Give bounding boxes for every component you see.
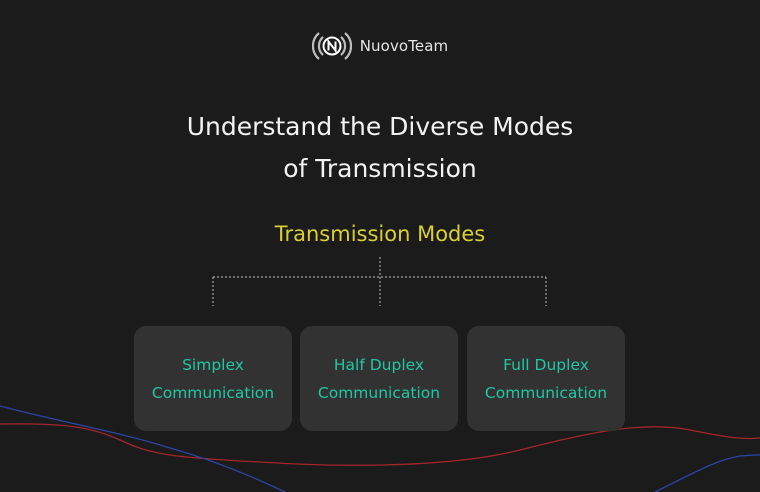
red-wave bbox=[0, 423, 760, 466]
card-label-line-2: Communication bbox=[317, 383, 441, 402]
card-label-line-2: Communication bbox=[484, 383, 608, 402]
card-full-duplex: Full Duplex Communication bbox=[467, 326, 625, 431]
blue-wave-right bbox=[654, 454, 760, 492]
card-half-duplex: Half Duplex Communication bbox=[300, 326, 458, 431]
card-label-line-2: Communication bbox=[151, 383, 275, 402]
page-title: Understand the Diverse Modes of Transmis… bbox=[0, 106, 760, 190]
card-label-line-1: Simplex bbox=[182, 355, 244, 374]
card-label-line-1: Full Duplex bbox=[503, 355, 589, 374]
title-line-2: of Transmission bbox=[283, 154, 477, 183]
title-line-1: Understand the Diverse Modes bbox=[186, 112, 574, 141]
nfc-signal-icon bbox=[311, 32, 352, 60]
brand-name: NuovoTeam bbox=[359, 37, 449, 55]
card-simplex: Simplex Communication bbox=[134, 326, 292, 431]
brand-header: NuovoTeam bbox=[0, 29, 760, 63]
diagram-root-label: Transmission Modes bbox=[274, 222, 486, 246]
blue-wave bbox=[0, 405, 286, 492]
card-label-line-1: Half Duplex bbox=[333, 355, 425, 374]
